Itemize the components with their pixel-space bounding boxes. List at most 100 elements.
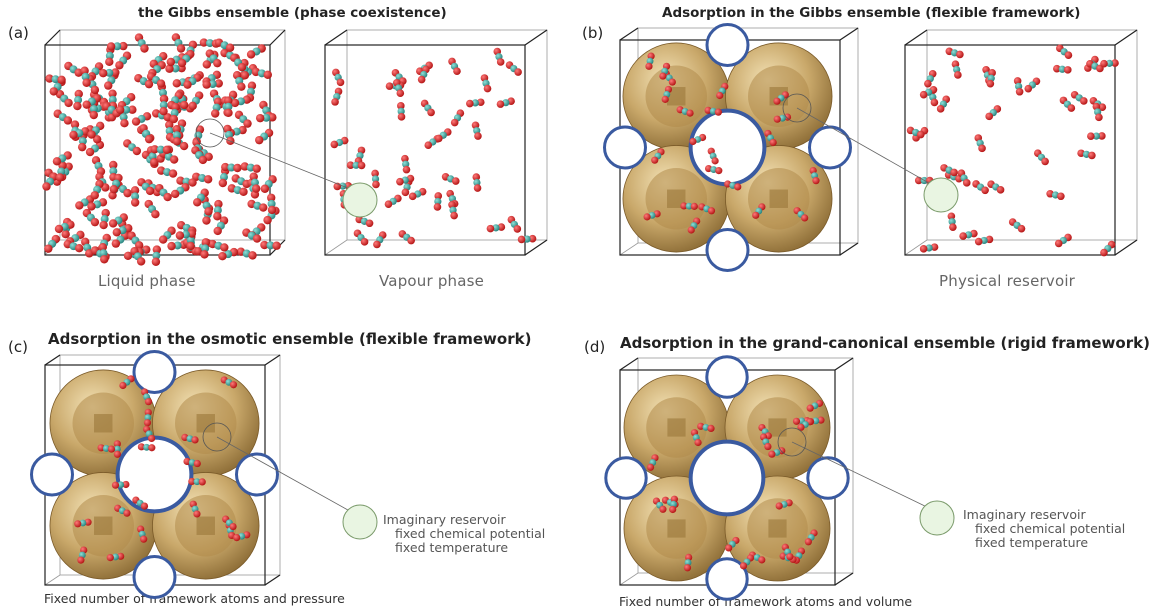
framework-d [604,355,850,601]
co2-molecule [1033,149,1049,166]
oxygen-atom [272,241,281,250]
co2-molecule [55,90,73,108]
co2-molecule [114,504,131,517]
oxygen-atom [152,245,162,254]
oxygen-atom [372,180,380,189]
carbon-atom [171,64,180,73]
framework-side-opening [132,350,177,394]
oxygen-atom [77,556,85,564]
oxygen-atom [119,381,127,390]
co2-molecule [63,239,84,253]
co2-molecule [986,69,996,88]
co2-molecule [651,148,665,164]
panel-d-reservoir-line-3: fixed temperature [975,535,1089,550]
oxygen-atom [496,58,505,66]
oxygen-atom [122,480,130,489]
co2-molecule [74,518,92,528]
oxygen-atom [200,250,209,259]
carbon-atom [117,481,125,489]
oxygen-atom [108,89,117,98]
co2-molecule [171,183,190,199]
co2-molecule [680,202,698,210]
box-edge [619,357,639,371]
oxygen-atom [147,434,156,443]
co2-molecule [82,208,100,227]
carbon-atom [523,235,531,243]
oxygen-atom [255,113,265,123]
co2-molecule [724,180,742,191]
oxygen-atom [120,119,129,128]
oxygen-atom [64,98,73,108]
oxygen-atom [111,239,121,248]
box-edge [839,242,859,256]
co2-molecule [175,229,197,240]
carbon-atom [193,478,201,486]
oxygen-atom [90,217,100,227]
oxygen-atom [797,423,805,431]
connector-line [791,441,926,507]
co2-molecule [251,67,272,79]
oxygen-atom [113,440,121,448]
oxygen-atom [473,184,482,192]
co2-molecule [222,515,237,531]
co2-molecule [1086,59,1104,73]
co2-molecule [134,33,149,53]
box-edge [619,27,639,41]
oxygen-atom [221,162,230,172]
sample-region-circle [782,93,812,123]
oxygen-atom [683,564,692,572]
framework-c [30,350,279,599]
oxygen-atom [806,404,814,412]
oxygen-atom [77,142,87,152]
oxygen-atom [685,553,693,562]
oxygen-atom [163,192,172,202]
oxygen-atom [985,112,993,121]
carbon-atom [266,241,275,250]
oxygen-atom [986,79,995,88]
oxygen-atom [365,219,374,228]
oxygen-atom [202,216,211,225]
reservoir-box-b [904,29,1138,256]
oxygen-atom [792,417,801,425]
co2-molecule [137,525,148,543]
carbon-atom [159,101,168,110]
oxygen-atom [916,130,925,139]
co2-molecule [936,95,951,113]
carbon-atom [434,197,442,206]
panel-b-reservoir [782,93,959,213]
oxygen-atom [397,102,405,110]
oxygen-atom [267,193,276,202]
carbon-atom [208,80,217,89]
co2-molecule [183,457,201,468]
co2-molecule [517,234,537,244]
co2-molecule [480,74,492,93]
oxygen-atom [240,71,250,80]
carbon-atom [131,192,140,201]
oxygen-atom [45,74,54,83]
co2-molecule [230,53,247,72]
co2-molecule [1077,149,1096,160]
oxygen-atom [476,98,485,107]
oxygen-atom [689,137,697,146]
reservoir-circle [919,500,955,536]
oxygen-atom [659,505,667,513]
co2-molecule [496,97,515,108]
co2-molecule [1046,189,1065,201]
oxygen-atom [98,242,108,252]
oxygen-atom [496,100,505,108]
co2-molecule [260,240,281,250]
oxygen-atom [49,87,58,96]
oxygen-atom [714,108,722,116]
framework-side-opening [705,228,750,272]
oxygen-atom [956,50,964,59]
framework-side-opening [235,452,279,497]
oxygen-atom [150,157,159,167]
oxygen-atom [528,234,537,243]
oxygen-atom [69,130,78,140]
oxygen-atom [214,79,223,88]
carbon-atom [262,113,271,122]
carbon-atom [948,218,956,226]
oxygen-atom [433,203,442,211]
panel-a-label: (a) [8,24,29,42]
oxygen-atom [707,424,715,433]
